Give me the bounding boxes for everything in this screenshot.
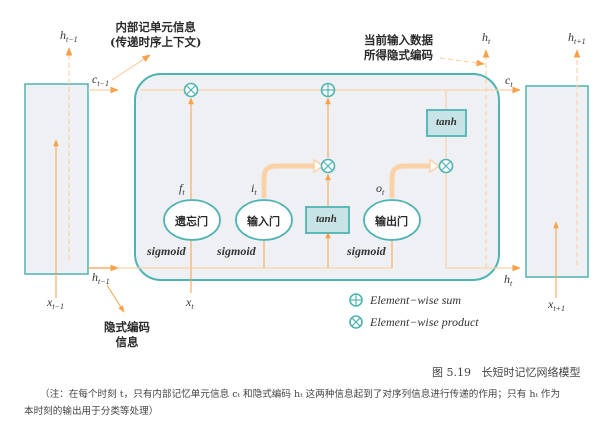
output-gate-label: 输出门 xyxy=(375,215,408,228)
label-h-t-top: ht xyxy=(482,30,491,46)
label-h-prev-top: ht−1 xyxy=(60,28,78,44)
legend-product-label: Element−wise product xyxy=(370,315,479,329)
legend-sum-icon xyxy=(349,293,363,307)
sigmoid-label-input: sigmoid xyxy=(217,244,256,258)
sigmoid-label-forget: sigmoid xyxy=(147,244,186,258)
input-gate-label: 输入门 xyxy=(247,215,280,228)
sum-icon-cell xyxy=(320,82,336,98)
input-gate-to-product xyxy=(261,163,316,198)
legend-product-icon xyxy=(349,315,363,329)
label-c-prev: ct−1 xyxy=(92,72,109,88)
output-gate-to-product xyxy=(389,163,432,198)
sigmoid-label-output: sigmoid xyxy=(347,244,386,258)
figure-number: 图 5.19 xyxy=(432,366,471,379)
h-t-output-line xyxy=(445,170,521,272)
label-c-t: ct xyxy=(505,73,513,89)
product-icon-input xyxy=(320,158,336,174)
cell-memory-pointer xyxy=(111,54,151,81)
label-h-t-bottom: ht xyxy=(504,272,513,288)
label-o-t: ot xyxy=(376,181,385,197)
legend-sum-label: Element−wise sum xyxy=(370,293,462,307)
label-x-prev: xt−1 xyxy=(47,295,64,311)
cell-memory-line1: 内部记单元信息 xyxy=(115,20,196,34)
lstm-cell-box xyxy=(134,73,500,281)
tanh-label-output: tanh xyxy=(436,116,457,128)
current-input-line1: 当前输入数据 xyxy=(364,33,433,47)
tanh-label-inner: tanh xyxy=(316,213,337,225)
note-line1: （注：在每个时刻 t，只有内部记忆单元信息 cₜ 和隐式编码 hₜ 这两种信息起… xyxy=(40,389,561,400)
next-cell-box xyxy=(525,85,589,278)
note-line2: 本时刻的输出用于分类等处理） xyxy=(24,406,159,417)
hidden-code-pointer xyxy=(106,284,125,313)
hidden-code-line1: 隐式编码 xyxy=(104,320,150,334)
figure-caption: 图 5.19 长短时记忆网络模型 xyxy=(432,364,581,380)
hidden-code-annotation: 隐式编码 信息 xyxy=(104,320,150,350)
label-x-t: xt xyxy=(186,295,194,311)
output-gate-arrowhead xyxy=(429,158,441,174)
product-icon-output xyxy=(438,158,454,174)
label-h-next-top: ht+1 xyxy=(568,30,586,46)
output-gate-ellipse xyxy=(363,199,421,241)
current-input-pointer xyxy=(439,57,485,67)
figure-title: 长短时记忆网络模型 xyxy=(481,366,581,379)
input-gate-ellipse xyxy=(235,199,293,241)
label-f-t: ft xyxy=(179,181,185,197)
input-gate-arrowhead xyxy=(313,158,325,174)
forget-gate-ellipse xyxy=(163,199,221,241)
hidden-code-line2: 信息 xyxy=(115,335,139,349)
cell-memory-annotation: 内部记单元信息 (传递时序上下文) xyxy=(110,20,201,50)
tanh-box-inner xyxy=(305,206,350,234)
current-input-line2: 所得隐式编码 xyxy=(364,48,433,62)
tanh-box-output xyxy=(426,109,467,137)
label-i-t: it xyxy=(251,181,257,197)
current-input-annotation: 当前输入数据 所得隐式编码 xyxy=(364,33,433,63)
product-icon-forget xyxy=(183,82,199,98)
label-h-prev-bottom: ht−1 xyxy=(92,270,110,286)
label-x-next: xt+1 xyxy=(548,297,565,313)
figure-note: （注：在每个时刻 t，只有内部记忆单元信息 cₜ 和隐式编码 hₜ 这两种信息起… xyxy=(24,386,560,420)
cell-memory-line2: (传递时序上下文) xyxy=(110,35,202,49)
forget-gate-label: 遗忘门 xyxy=(175,215,208,228)
